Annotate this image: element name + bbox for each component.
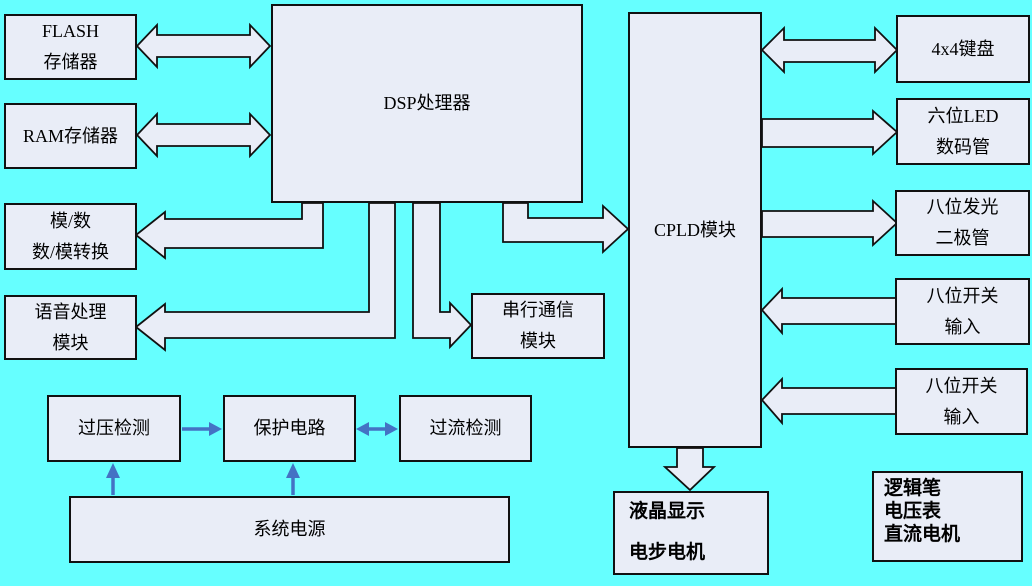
block-switch1-label-line1: 八位开关 xyxy=(926,285,999,306)
block-ram-label: RAM存储器 xyxy=(22,125,118,146)
arrow-dsp-to-adda xyxy=(134,202,324,260)
block-ad-da-label-line1: 模/数 xyxy=(49,210,91,231)
block-voice-label-line1: 语音处理 xyxy=(34,301,107,322)
block-serial-comm-module: 串行通信 模块 xyxy=(471,293,605,359)
block-ad-da-converter: 模/数 数/模转换 xyxy=(4,203,137,270)
block-eight-switch-input-2: 八位开关 输入 xyxy=(895,368,1028,435)
block-tools-label-line1: 逻辑笔 xyxy=(884,478,942,499)
block-overvoltage-detect: 过压检测 xyxy=(47,395,181,462)
block-protect-label: 保护电路 xyxy=(253,418,326,438)
block-ad-da-label-line2: 数/模转换 xyxy=(31,241,109,262)
arrow-switch2-to-cpld xyxy=(760,376,898,426)
block-power-label: 系统电源 xyxy=(253,519,326,539)
block-switch2-label-line1: 八位开关 xyxy=(925,375,998,396)
block-flash-label-line1: FLASH xyxy=(41,21,99,41)
block-led-diode-label-line1: 八位发光 xyxy=(926,197,999,217)
arrow-dsp-to-cpld xyxy=(502,202,630,255)
block-logic-pen-voltmeter-dc-motor: 逻辑笔 电压表 直流电机 xyxy=(872,471,1023,562)
arrow-cpld-to-lcd xyxy=(662,447,717,492)
arrow-cpld-keypad-bidirectional xyxy=(760,25,899,75)
block-voice-module: 语音处理 模块 xyxy=(4,295,137,360)
block-keypad-label: 4x4键盘 xyxy=(931,38,995,59)
arrow-protect-overcurrent-right-head xyxy=(385,422,398,436)
arrow-protect-overcurrent-left-head xyxy=(356,422,369,436)
arrow-ram-dsp-bidirectional xyxy=(135,111,272,159)
block-overcurrent-detect: 过流检测 xyxy=(399,395,532,462)
block-overcurrent-label: 过流检测 xyxy=(429,418,502,438)
block-eight-switch-input-1: 八位开关 输入 xyxy=(895,278,1030,345)
block-system-power: 系统电源 xyxy=(69,496,510,563)
arrow-flash-dsp-bidirectional xyxy=(135,22,272,70)
block-protection-circuit: 保护电路 xyxy=(223,395,356,462)
arrow-dsp-to-serial xyxy=(412,202,473,350)
block-tools-label-line2: 电压表 xyxy=(884,501,942,522)
block-flash-memory: FLASH 存储器 xyxy=(4,14,137,80)
arrow-overvolt-to-protect-head xyxy=(209,422,222,436)
arrow-dsp-to-voice xyxy=(134,202,396,352)
block-led-label-line1: 六位LED xyxy=(927,105,999,126)
block-serial-label-line2: 模块 xyxy=(520,331,556,351)
block-tools-label-line3: 直流电机 xyxy=(884,524,961,545)
block-eight-led-diodes: 八位发光 二极管 xyxy=(895,190,1030,256)
arrow-cpld-to-led-display xyxy=(761,109,899,157)
block-4x4-keypad: 4x4键盘 xyxy=(896,15,1030,83)
arrow-power-to-protect-head xyxy=(286,463,300,478)
arrow-cpld-to-led-diode xyxy=(761,198,899,248)
block-lcd-label-line1: 液晶显示 xyxy=(629,501,706,522)
arrow-power-to-overvolt-head xyxy=(106,463,120,478)
block-lcd-label-line2: 电步电机 xyxy=(629,542,706,563)
block-cpld-module: CPLD模块 xyxy=(628,12,762,448)
block-six-digit-led: 六位LED 数码管 xyxy=(896,98,1030,165)
arrow-switch1-to-cpld xyxy=(760,286,898,336)
block-cpld-label: CPLD模块 xyxy=(653,219,736,240)
block-overvolt-label: 过压检测 xyxy=(78,418,150,438)
block-serial-label-line1: 串行通信 xyxy=(502,300,574,320)
block-ram-memory: RAM存储器 xyxy=(4,103,137,169)
block-lcd-stepper: 液晶显示 电步电机 xyxy=(613,491,769,575)
block-dsp-label: DSP处理器 xyxy=(383,93,471,113)
block-switch2-label-line2: 输入 xyxy=(943,406,980,427)
block-led-label-line2: 数码管 xyxy=(936,136,990,157)
block-dsp-processor: DSP处理器 xyxy=(271,4,583,203)
block-voice-label-line2: 模块 xyxy=(52,332,89,353)
block-flash-label-line2: 存储器 xyxy=(43,52,98,72)
block-switch1-label-line2: 输入 xyxy=(944,316,981,337)
block-led-diode-label-line2: 二极管 xyxy=(935,228,990,248)
